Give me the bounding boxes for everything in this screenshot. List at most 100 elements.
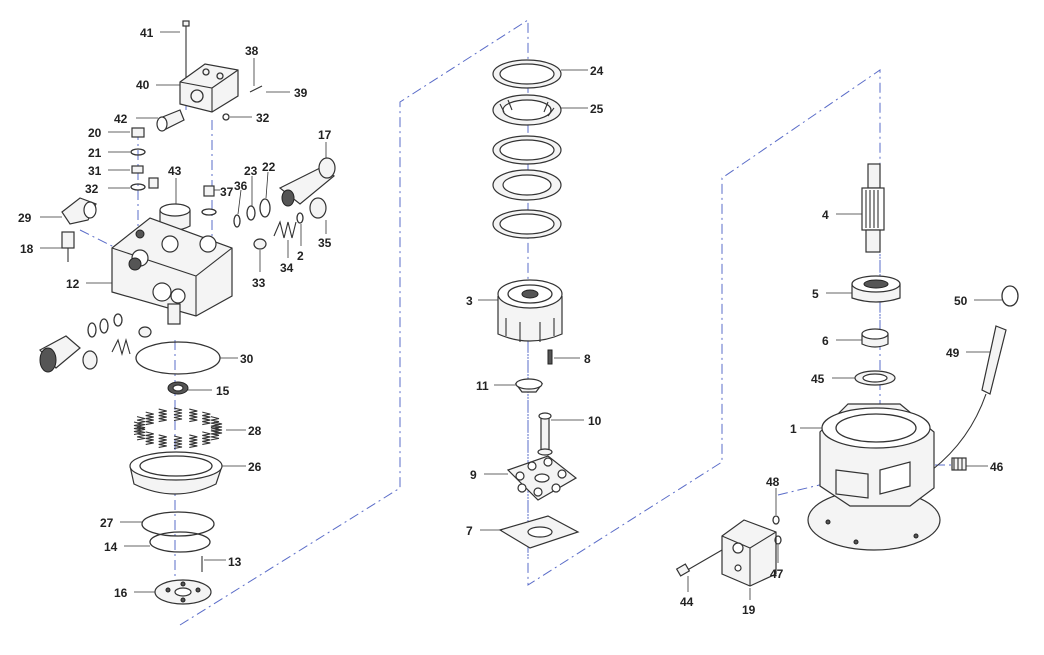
callout-19: 19 (742, 588, 756, 617)
callout-18: 18 (20, 242, 62, 256)
retainer-plate-9 (506, 455, 578, 501)
fitting-29 (61, 197, 97, 225)
callout-7: 7 (466, 524, 502, 538)
callout-8: 8 (554, 352, 591, 366)
spring-34 (273, 220, 297, 239)
callout-26: 26 (222, 460, 262, 474)
pin-38 (249, 85, 263, 93)
svg-text:6: 6 (822, 334, 829, 348)
svg-text:37: 37 (220, 185, 234, 199)
poppet-33 (253, 238, 267, 250)
ball-guide-11 (514, 378, 544, 393)
callout-2: 2 (297, 224, 304, 263)
valve-group (39, 20, 336, 605)
callout-27: 27 (100, 516, 142, 530)
plate-16 (154, 579, 212, 605)
spring-coil (210, 426, 220, 441)
callout-42: 42 (114, 112, 158, 126)
breather-46 (951, 457, 967, 471)
callout-37: 37 (214, 185, 234, 199)
svg-text:47: 47 (770, 567, 784, 581)
svg-text:15: 15 (216, 384, 230, 398)
spring-coil (145, 411, 154, 426)
valve-block-19 (721, 519, 777, 587)
oring-23 (246, 205, 256, 221)
callout-9: 9 (470, 468, 508, 482)
disc-25b (492, 169, 562, 201)
svg-text:24: 24 (590, 64, 604, 78)
callout-50: 50 (954, 294, 1002, 308)
spring-coil (210, 416, 220, 430)
svg-text:35: 35 (318, 236, 332, 250)
callout-39: 39 (266, 86, 308, 100)
plate-24b (492, 135, 562, 165)
relief-valve-17 (278, 157, 336, 207)
callout-44: 44 (680, 576, 694, 609)
svg-text:8: 8 (584, 352, 591, 366)
callout-49: 49 (946, 346, 990, 360)
callout-48: 48 (766, 475, 780, 515)
spring-coil (158, 408, 167, 423)
cylinder-block-3 (497, 279, 563, 342)
svg-text:10: 10 (588, 414, 602, 428)
housing-1 (807, 403, 941, 551)
callout-33: 33 (252, 250, 266, 290)
callout-46: 46 (966, 460, 1004, 474)
svg-text:31: 31 (88, 164, 102, 178)
block-40 (179, 63, 239, 113)
svg-text:22: 22 (262, 160, 276, 174)
svg-text:41: 41 (140, 26, 154, 40)
valve-housing-12 (111, 217, 233, 325)
pin-10 (537, 412, 553, 456)
callout-4: 4 (822, 208, 862, 222)
plug-stack-left (130, 127, 146, 191)
svg-text:17: 17 (318, 128, 332, 142)
svg-text:13: 13 (228, 555, 242, 569)
callout-29: 29 (18, 211, 62, 225)
callout-23: 23 (244, 164, 258, 206)
svg-text:30: 30 (240, 352, 254, 366)
svg-text:12: 12 (66, 277, 80, 291)
svg-text:38: 38 (245, 44, 259, 58)
callout-20: 20 (88, 126, 130, 140)
callout-41: 41 (140, 26, 180, 40)
callout-34: 34 (280, 240, 294, 275)
seal-45 (854, 370, 896, 386)
bearing-15 (167, 381, 189, 395)
spring-coil (202, 431, 211, 445)
callout-22: 22 (262, 160, 276, 199)
svg-text:28: 28 (248, 424, 262, 438)
spring-coil (189, 408, 198, 423)
oring-47 (774, 535, 782, 545)
relief-valve-lower (39, 313, 152, 373)
dipstick-50-49 (931, 285, 1019, 471)
callout-32b: 32 (85, 182, 130, 196)
svg-text:33: 33 (252, 276, 266, 290)
oring-32a (222, 113, 230, 121)
svg-text:25: 25 (590, 102, 604, 116)
spring-coil (136, 416, 146, 430)
svg-text:44: 44 (680, 595, 694, 609)
svg-text:42: 42 (114, 112, 128, 126)
spring-coil (158, 434, 167, 448)
callout-38: 38 (245, 44, 259, 86)
svg-text:27: 27 (100, 516, 114, 530)
callout-12: 12 (66, 277, 112, 291)
callout-17: 17 (318, 128, 332, 158)
oring-2 (296, 212, 304, 224)
plate-24c (492, 209, 562, 239)
svg-text:46: 46 (990, 460, 1004, 474)
svg-text:2: 2 (297, 249, 304, 263)
callout-36: 36 (234, 179, 248, 215)
callout-35: 35 (318, 220, 332, 250)
plate-24 (492, 59, 562, 89)
spring-coil (145, 431, 154, 445)
svg-text:16: 16 (114, 586, 128, 600)
svg-text:48: 48 (766, 475, 780, 489)
svg-text:1: 1 (790, 422, 797, 436)
callout-3: 3 (466, 294, 498, 308)
svg-text:20: 20 (88, 126, 102, 140)
callout-11: 11 (476, 379, 516, 393)
oring-36 (233, 214, 241, 228)
